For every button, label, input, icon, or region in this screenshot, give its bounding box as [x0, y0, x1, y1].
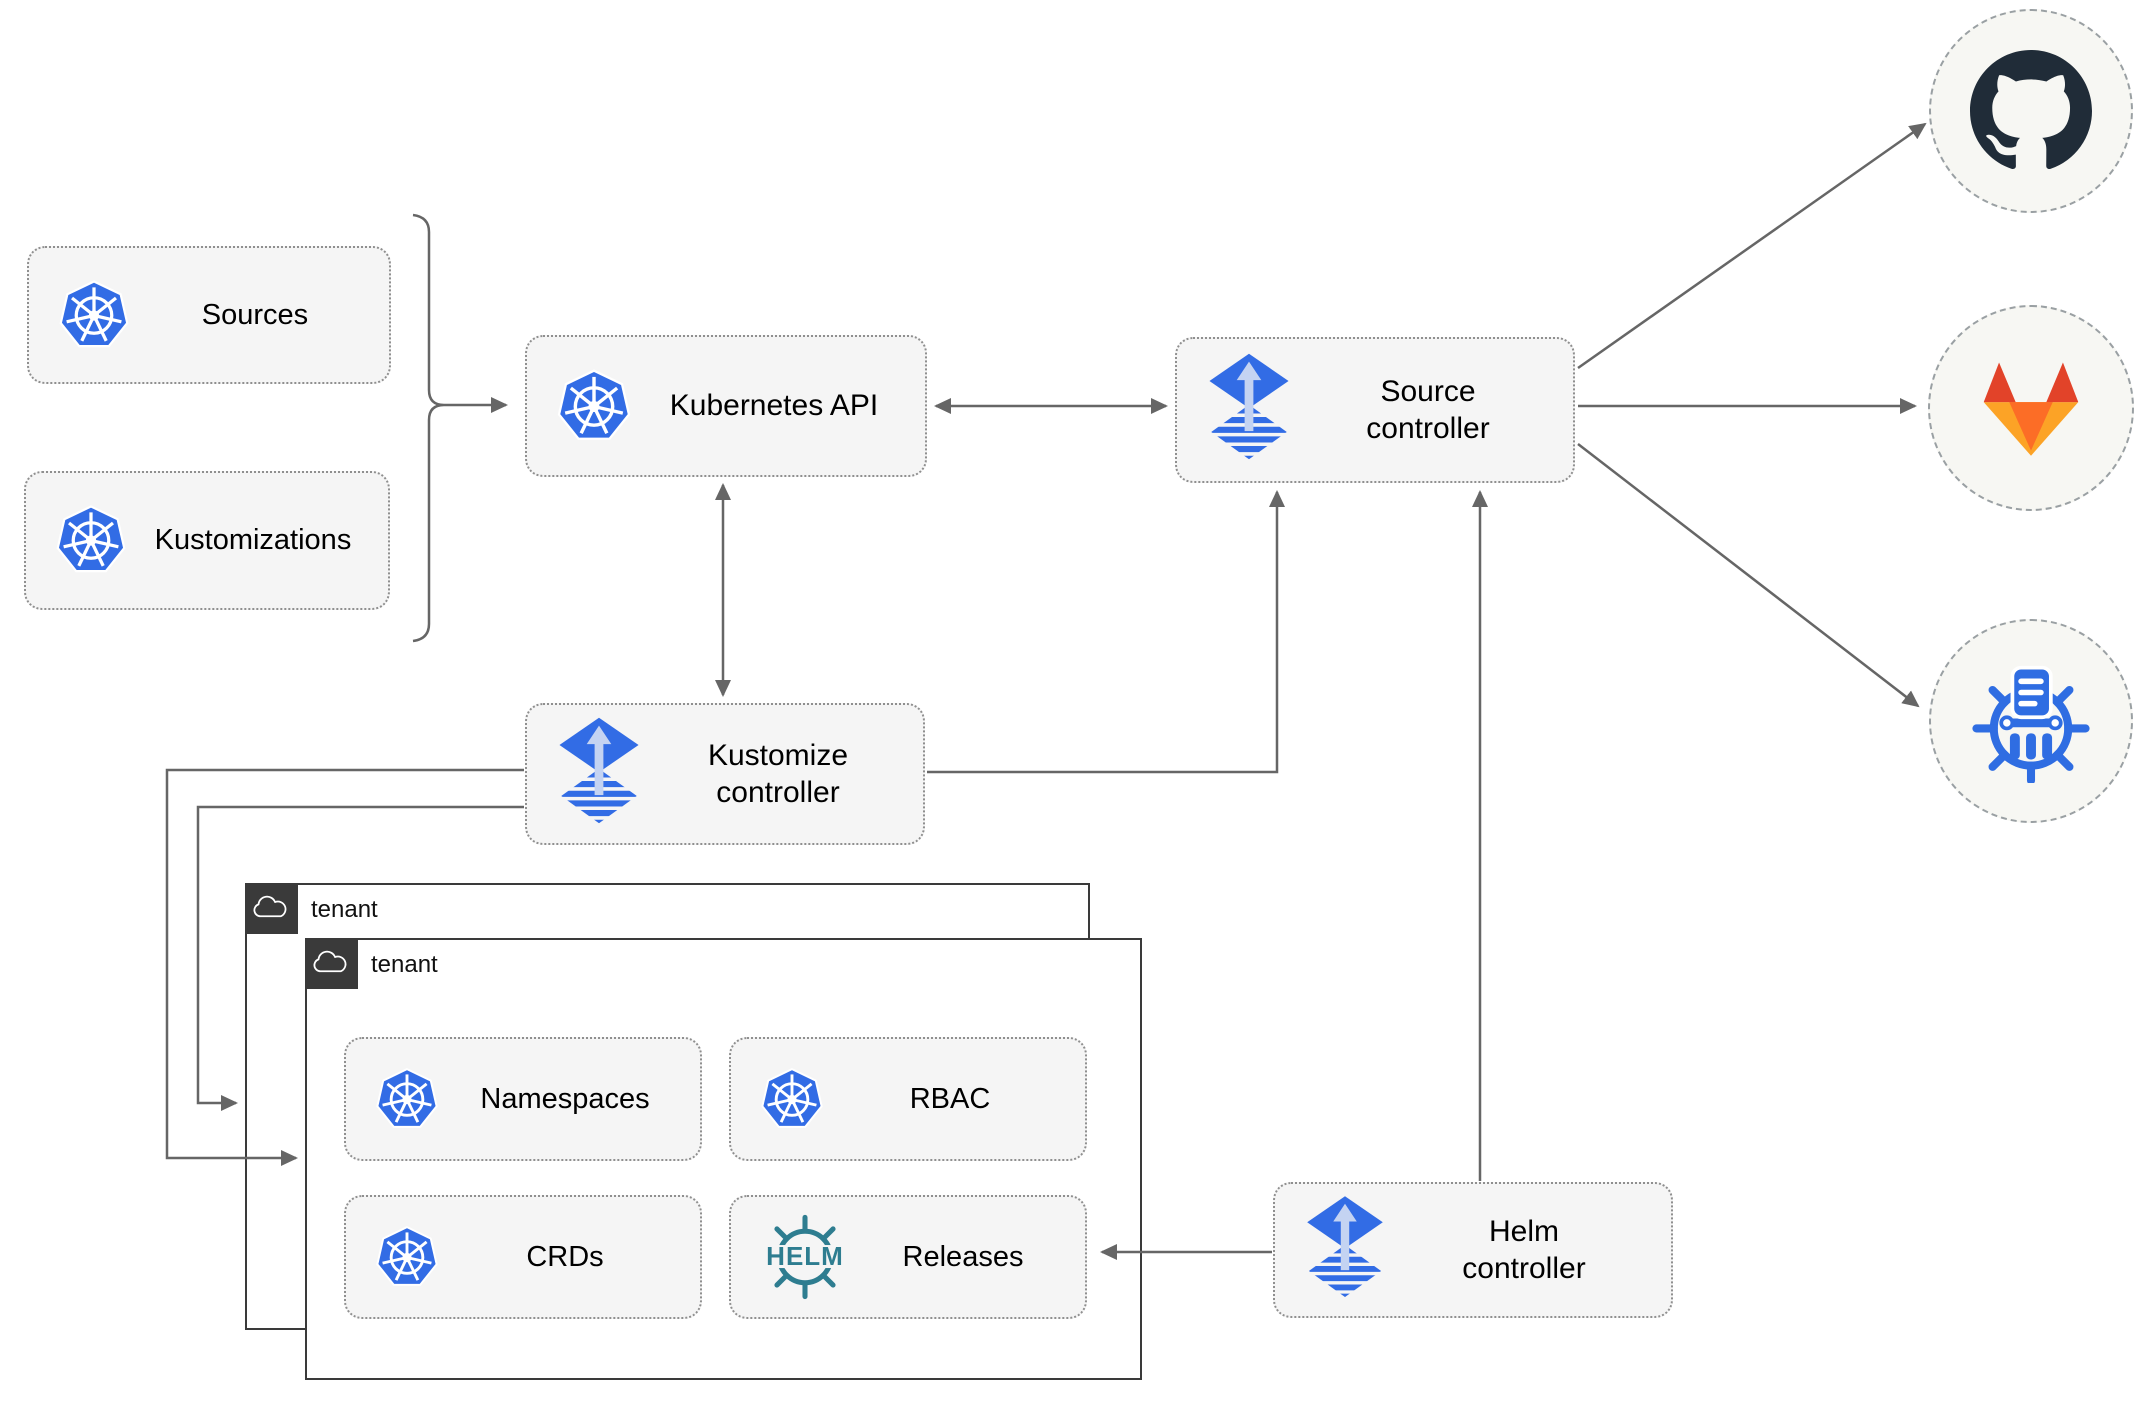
connector-source-to-helm-repository [1577, 443, 1920, 708]
kubernetes-icon [374, 1223, 440, 1292]
kubernetes-api-node: Kubernetes API [525, 335, 927, 477]
node-label: Source controller [1366, 374, 1490, 446]
kubernetes-icon [54, 502, 128, 579]
node-label: Releases [902, 1240, 1024, 1273]
group-bracket [412, 213, 445, 643]
kubernetes-icon [759, 1065, 825, 1134]
helm-controller-node: Helm controller [1273, 1182, 1673, 1318]
helm-repository-remote [1929, 619, 2133, 823]
flux-icon [555, 716, 643, 832]
node-label: Kustomize controller [707, 738, 849, 810]
tenant-label: tenant [311, 896, 378, 923]
node-label: CRDs [526, 1240, 604, 1273]
connector-source-to-github [1577, 122, 1927, 370]
helm-repository-icon [1969, 659, 2093, 783]
namespaces-node: Namespaces [344, 1037, 702, 1161]
helm-wordmark: HELM [766, 1240, 844, 1271]
node-label: Namespaces [480, 1082, 650, 1115]
sources-node: Sources [27, 246, 391, 384]
node-label: RBAC [909, 1082, 991, 1115]
gitlab-remote [1928, 305, 2134, 511]
flux-icon [1303, 1194, 1387, 1306]
node-label: Kubernetes API [669, 389, 879, 423]
flux-icon [1205, 352, 1293, 468]
helm-icon: HELM [759, 1211, 851, 1303]
node-label: Kustomizations [154, 524, 352, 557]
node-label: Sources [201, 298, 309, 331]
github-remote [1929, 9, 2133, 213]
rbac-node: RBAC [729, 1037, 1087, 1161]
node-label: Helm controller [1462, 1214, 1586, 1286]
crds-node: CRDs [344, 1195, 702, 1319]
kubernetes-icon [57, 277, 131, 354]
tenant-badge [304, 937, 358, 989]
connector-kustomize-to-source [927, 490, 1285, 774]
cloud-icon [251, 895, 291, 922]
github-icon [1970, 50, 2092, 172]
cloud-icon [311, 950, 351, 977]
gitlab-icon [1967, 351, 2095, 466]
kustomize-controller-node: Kustomize controller [525, 703, 925, 845]
kustomizations-node: Kustomizations [24, 471, 390, 610]
kubernetes-icon [374, 1065, 440, 1134]
kubernetes-icon [555, 366, 633, 447]
releases-node: HELM Releases [729, 1195, 1087, 1319]
tenant-badge [244, 882, 298, 934]
source-controller-node: Source controller [1175, 337, 1575, 483]
tenant-label: tenant [371, 951, 438, 978]
tenant-front-container: tenant Namespaces RBAC CRDs HELM Release… [304, 937, 1142, 1380]
